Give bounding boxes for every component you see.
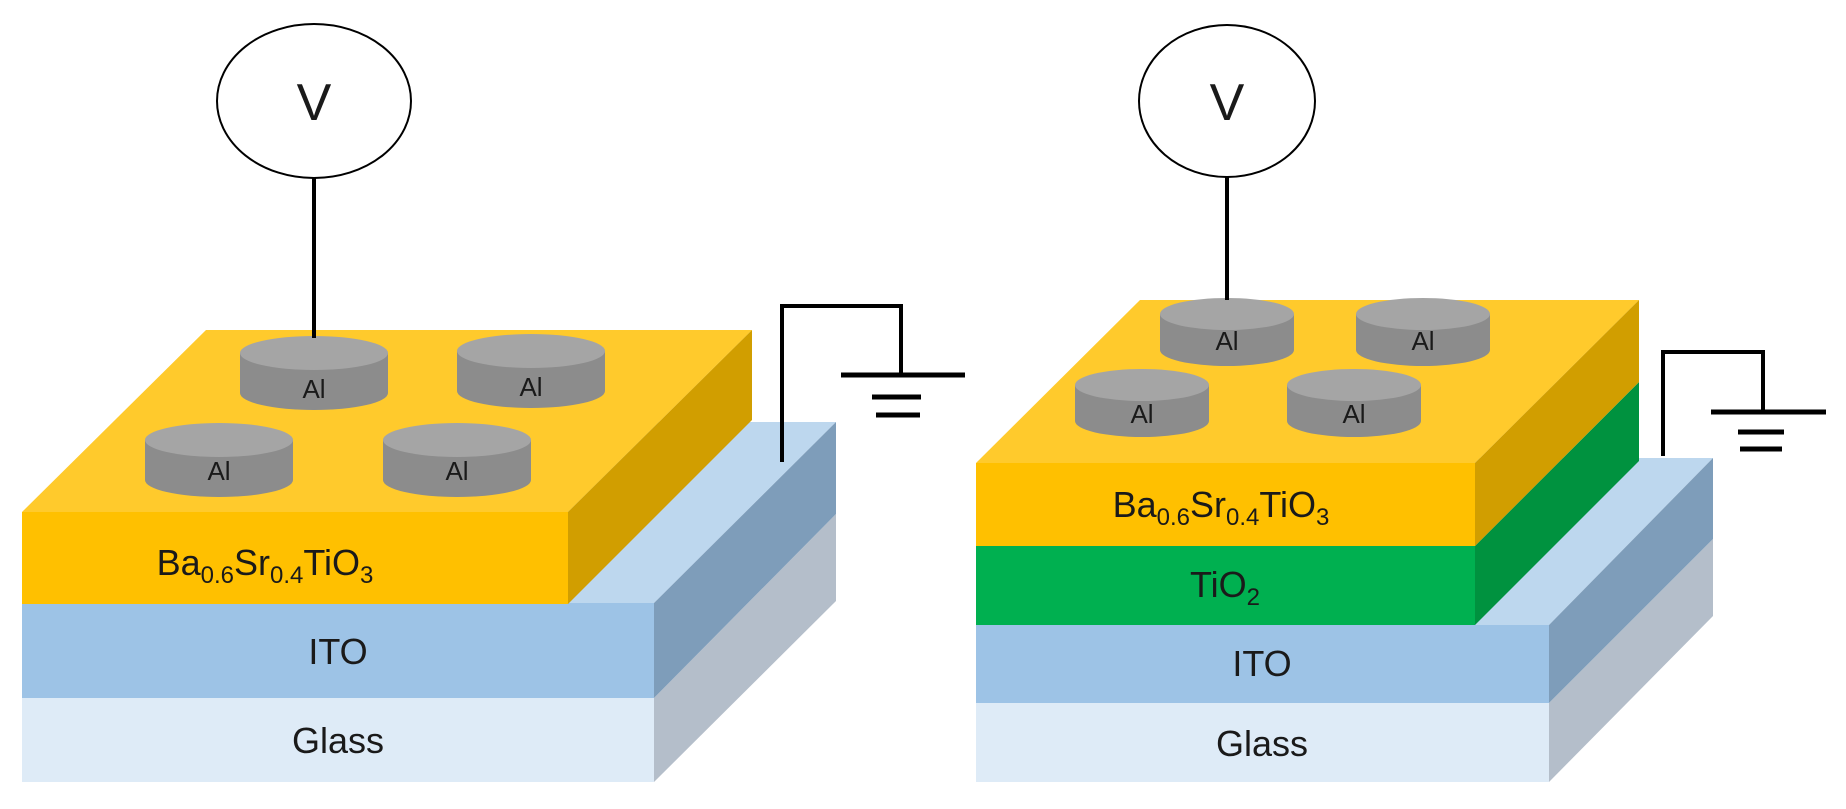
right-electrode-1-label: Al bbox=[1215, 326, 1238, 356]
right-tio2-front bbox=[976, 546, 1475, 625]
right-glass-label: Glass bbox=[1216, 723, 1308, 764]
right-glass-side bbox=[1549, 539, 1713, 782]
left-film-label: Ba0.6Sr0.4TiO3 bbox=[157, 542, 374, 589]
right-tio2-side bbox=[1475, 382, 1639, 625]
right-voltmeter bbox=[1138, 24, 1316, 178]
left-electrode-4-label: Al bbox=[445, 456, 468, 486]
right-ito-front bbox=[976, 625, 1549, 703]
right-electrode-2: Al bbox=[1356, 298, 1490, 366]
left-glass-side bbox=[654, 514, 836, 782]
left-electrode-4: Al bbox=[383, 423, 531, 497]
right-film-label: Ba0.6Sr0.4TiO3 bbox=[1113, 484, 1330, 531]
left-glass-label: Glass bbox=[292, 720, 384, 761]
left-electrode-1: Al bbox=[240, 336, 388, 410]
right-electrode-3-label: Al bbox=[1130, 399, 1153, 429]
right-ground-wire bbox=[1661, 350, 1765, 456]
left-ground-symbol bbox=[841, 372, 965, 418]
left-electrode-2: Al bbox=[457, 334, 605, 408]
left-voltmeter-label: V bbox=[297, 74, 332, 132]
left-device: Al Al Al Al V Ba0.6Sr0.4TiO3 bbox=[22, 23, 965, 782]
right-ito-side bbox=[1549, 458, 1713, 703]
left-film-side bbox=[568, 330, 752, 604]
left-ito-side bbox=[654, 422, 836, 698]
left-ito-label: ITO bbox=[308, 631, 367, 672]
left-ground-wire bbox=[780, 304, 903, 462]
right-electrode-4-label: Al bbox=[1342, 399, 1365, 429]
left-electrode-1-label: Al bbox=[302, 374, 325, 404]
left-electrode-3-label: Al bbox=[207, 456, 230, 486]
right-film-side bbox=[1475, 300, 1639, 546]
right-electrode-2-label: Al bbox=[1411, 326, 1434, 356]
right-electrode-1: Al bbox=[1160, 298, 1294, 366]
right-ground-symbol bbox=[1711, 409, 1826, 452]
right-voltmeter-label: V bbox=[1210, 74, 1245, 132]
right-device: Al Al Al Al V Ba0.6Sr0.4TiO3 bbox=[976, 24, 1826, 782]
left-glass-front bbox=[22, 698, 654, 782]
right-tio2-label: TiO2 bbox=[1190, 564, 1260, 611]
right-electrode-3: Al bbox=[1075, 369, 1209, 437]
right-film-front bbox=[976, 463, 1475, 546]
left-film-front bbox=[22, 512, 568, 604]
left-electrode-3: Al bbox=[145, 423, 293, 497]
right-glass-front bbox=[976, 703, 1549, 782]
right-ito-label: ITO bbox=[1232, 643, 1291, 684]
left-electrode-2-label: Al bbox=[519, 372, 542, 402]
left-voltmeter bbox=[216, 23, 412, 179]
right-electrode-4: Al bbox=[1287, 369, 1421, 437]
left-ito-front bbox=[22, 603, 654, 698]
